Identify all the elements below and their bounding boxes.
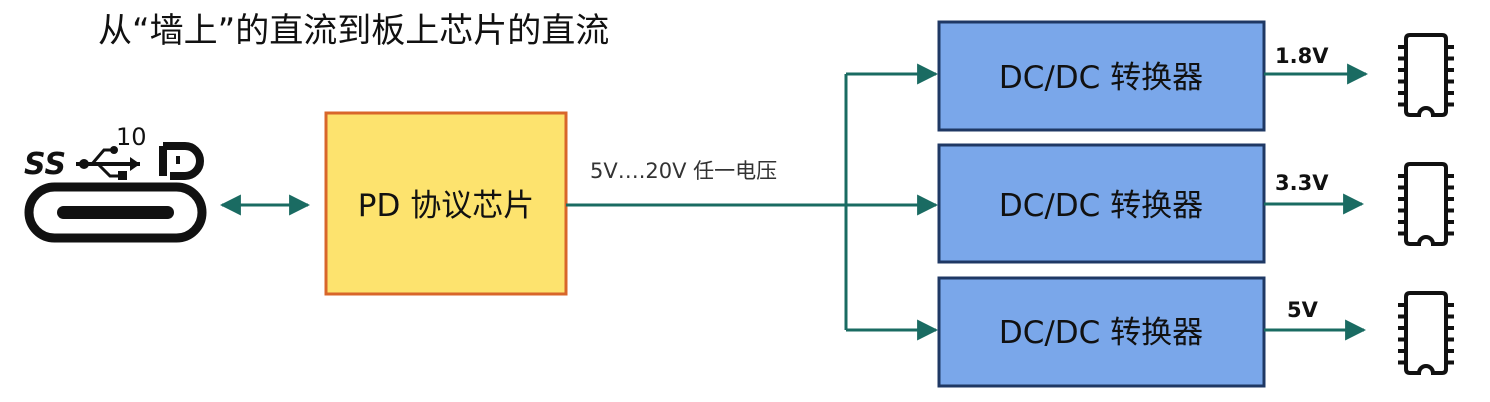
pd-chip-label: PD 协议芯片 <box>358 188 534 224</box>
bus-voltage-label: 5V….20V 任一电压 <box>590 159 777 183</box>
usb-c-logo: SS 10 <box>24 123 207 243</box>
power-bus <box>566 63 939 341</box>
ic-chip-icon <box>1398 162 1454 246</box>
dcdc-box <box>937 276 1266 388</box>
dcdc-box <box>937 20 1266 132</box>
dcdc-converter-3: DC/DC 转换器 5V <box>937 276 1367 388</box>
pd-chip-block: PD 协议芯片 <box>324 111 568 296</box>
ic-chip-icon <box>1398 291 1454 375</box>
usb-speed-number: 10 <box>116 123 147 151</box>
output-voltage-label: 1.8V <box>1275 44 1329 68</box>
dcdc-label: DC/DC 转换器 <box>999 315 1203 351</box>
dcdc-label: DC/DC 转换器 <box>999 60 1203 96</box>
ic-chip-icon <box>1398 33 1454 117</box>
usb-c-port-outline <box>24 182 207 243</box>
diagram-title: 从“墙上”的直流到板上芯片的直流 <box>98 11 609 51</box>
usb-c-port-tongue <box>57 206 174 219</box>
dcdc-label: DC/DC 转换器 <box>999 188 1203 224</box>
output-voltage-label: 3.3V <box>1275 171 1329 195</box>
pd-chip-box <box>324 111 568 296</box>
output-voltage-label: 5V <box>1287 298 1319 322</box>
dcdc-converter-2: DC/DC 转换器 3.3V <box>937 143 1365 264</box>
pd-logo-icon <box>159 142 204 180</box>
dcdc-converter-1: DC/DC 转换器 1.8V <box>937 20 1369 132</box>
ss-logo-text: SS <box>24 147 66 182</box>
usb-trident-icon <box>76 146 140 180</box>
chip-icons <box>1398 33 1454 375</box>
